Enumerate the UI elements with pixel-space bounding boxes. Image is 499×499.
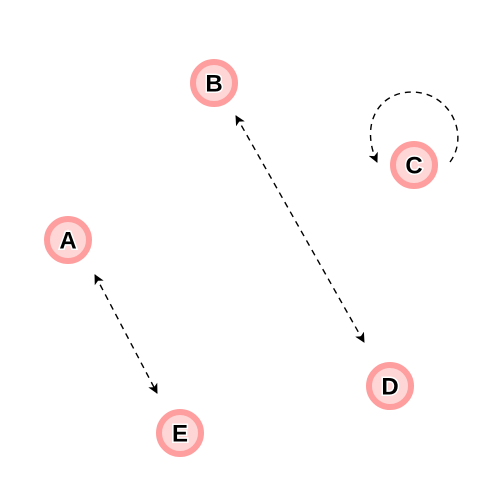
edge-b-d [235, 115, 365, 343]
node-d[interactable]: D [366, 362, 414, 410]
node-e-circle [156, 409, 204, 457]
node-c-label: C [405, 153, 422, 180]
edges-layer [94, 91, 459, 394]
node-d-circle [366, 362, 414, 410]
nodes-layer: A B C D E [44, 59, 438, 457]
node-a-circle [44, 216, 92, 264]
node-c[interactable]: C [390, 141, 438, 189]
node-b-label: B [205, 71, 222, 98]
node-d-label: D [381, 374, 398, 401]
edge-a-e [94, 274, 158, 394]
node-e-label: E [172, 421, 188, 448]
node-b[interactable]: B [190, 59, 238, 107]
node-b-circle [190, 59, 238, 107]
node-e[interactable]: E [156, 409, 204, 457]
node-a[interactable]: A [44, 216, 92, 264]
node-c-circle [390, 141, 438, 189]
node-a-label: A [59, 228, 76, 255]
